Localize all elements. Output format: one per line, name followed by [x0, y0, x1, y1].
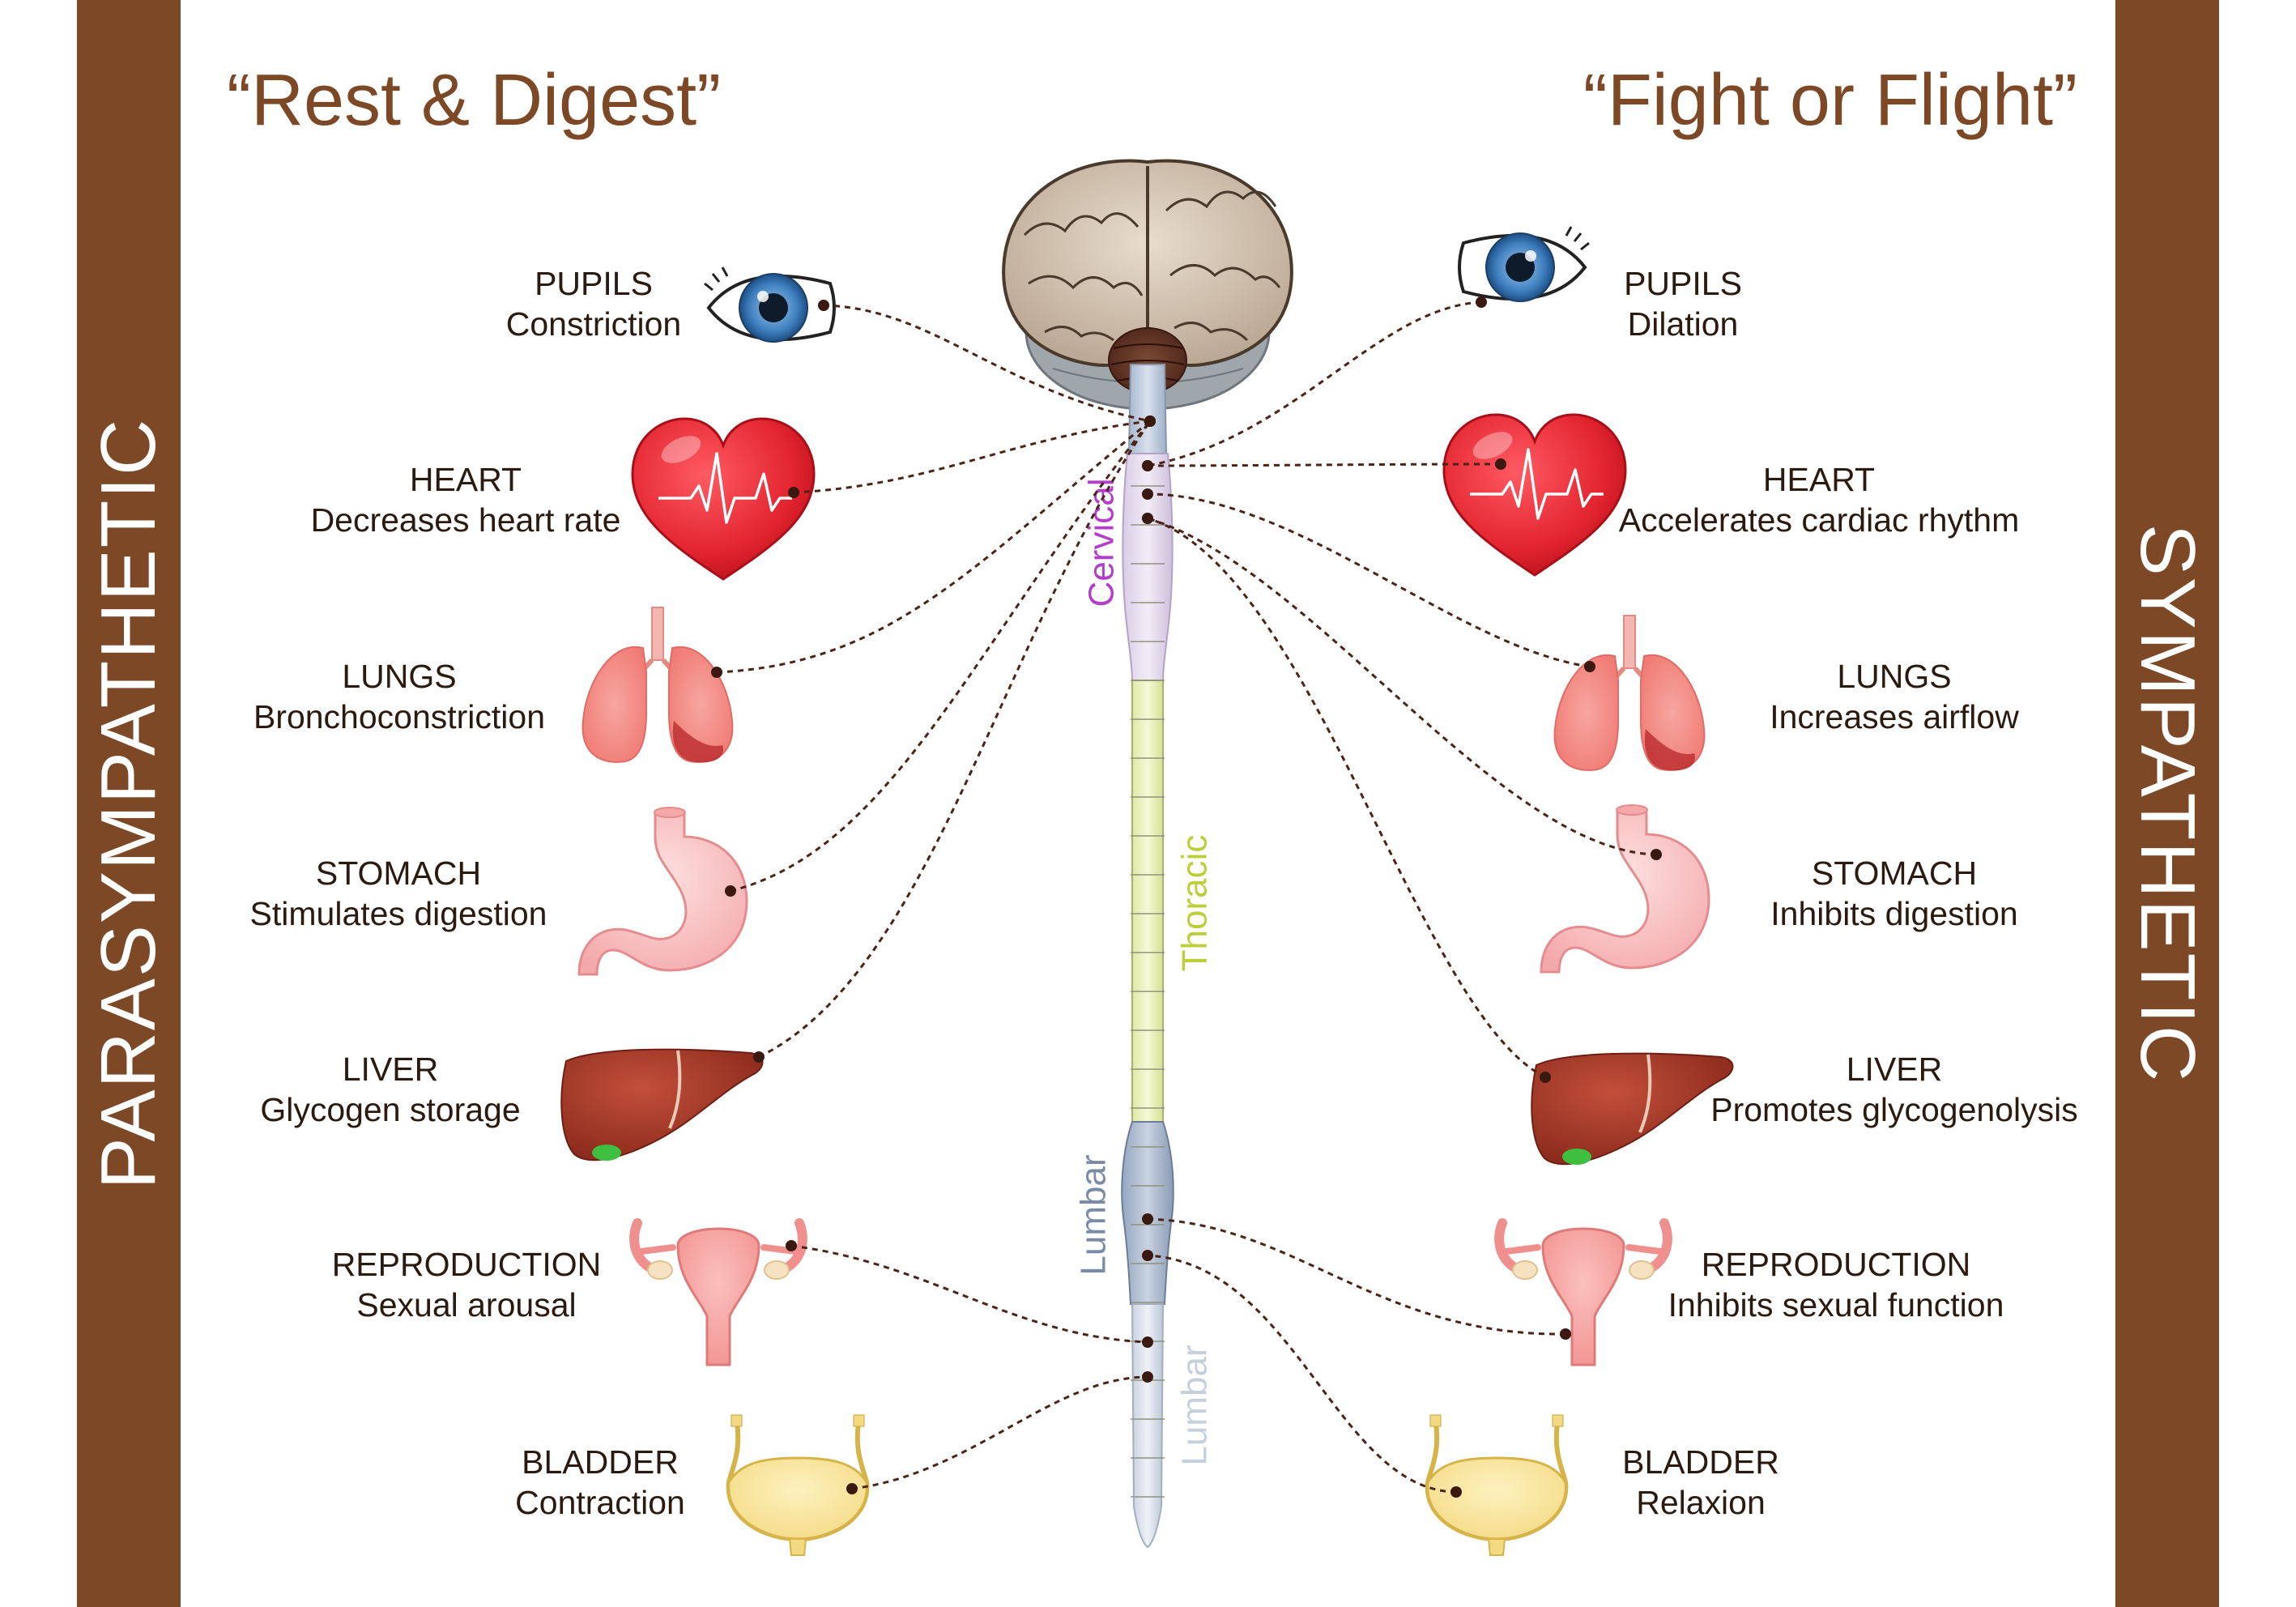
symp-reproduction-organ-dot [1560, 1328, 1571, 1340]
para-lungs-organ-dot [711, 667, 722, 678]
organ-effect: Promotes glycogenolysis [1710, 1091, 2078, 1128]
para-liver-label: LIVER Glycogen storage [139, 1049, 641, 1130]
para-reproduction-spine-dot [1142, 1336, 1153, 1348]
sympathetic-bar: SYMPATHETIC [2115, 0, 2219, 1607]
para-stomach-label: STOMACH Stimulates digestion [147, 853, 650, 934]
para-liver-spine-dot [1144, 416, 1156, 427]
symp-heart-nerve [1147, 462, 1502, 467]
para-bladder-nerve [851, 1375, 1148, 1490]
symp-lungs-spine-dot [1142, 488, 1153, 500]
para-bladder-label: BLADDER Contraction [349, 1442, 851, 1523]
organ-name: REPRODUCTION [1701, 1246, 1971, 1283]
organ-effect: Accelerates cardiac rhythm [1618, 501, 2020, 539]
symp-reproduction-label: REPRODUCTION Inhibits sexual function [1585, 1244, 2087, 1325]
nerve-endpoints [711, 296, 1662, 1498]
para-pupils-nerve [823, 304, 1151, 423]
organ-name: BLADDER [1622, 1443, 1779, 1481]
para-reproduction-label: REPRODUCTION Sexual arousal [215, 1244, 718, 1325]
symp-liver-organ-dot [1540, 1072, 1551, 1083]
symp-bladder-label: BLADDER Relaxion [1450, 1442, 1952, 1523]
rest-digest-heading: “Rest & Digest” [227, 60, 722, 141]
symp-bladder-organ-dot [1450, 1486, 1462, 1498]
lumbar-lower-label: Lumbar [1175, 1345, 1215, 1465]
symp-bladder-spine-dot [1142, 1250, 1153, 1261]
symp-bladder-nerve [1147, 1254, 1457, 1494]
organ-effect: Constriction [505, 305, 682, 343]
para-liver-nerve [758, 420, 1152, 1059]
symp-lungs-organ-dot [1584, 661, 1595, 672]
organ-name: STOMACH [315, 855, 482, 892]
organ-effect: Sexual arousal [356, 1286, 577, 1324]
symp-pupils-label: PUPILS Dilation [1432, 263, 1934, 344]
symp-liver-spine-dot [1142, 513, 1153, 524]
fight-flight-heading: “Fight or Flight” [1582, 60, 2077, 141]
organ-name: LIVER [1846, 1051, 1943, 1088]
organ-name: HEART [1762, 461, 1876, 498]
organ-name: PUPILS [1624, 265, 1742, 302]
symp-heart-organ-dot [1495, 458, 1506, 470]
symp-heart-spine-dot [1142, 460, 1153, 471]
organ-name: REPRODUCTION [331, 1246, 602, 1283]
para-liver-organ-dot [753, 1051, 765, 1063]
organ-name: STOMACH [1811, 855, 1978, 892]
symp-reproduction-nerve [1147, 1217, 1566, 1336]
symp-pupils-nerve [1147, 301, 1482, 467]
organ-effect: Increases airflow [1770, 698, 2019, 735]
spinal-cord-icon [1121, 364, 1174, 1549]
para-heart-nerve [793, 420, 1151, 494]
organ-name: BLADDER [522, 1443, 679, 1481]
symp-stomach-nerve [1147, 517, 1657, 856]
symp-lungs-nerve [1147, 492, 1591, 668]
symp-stomach-label: STOMACH Inhibits digestion [1643, 853, 2145, 934]
organ-effect: Relaxion [1636, 1484, 1766, 1521]
thoracic-label: Thoracic [1175, 835, 1215, 972]
symp-liver-label: LIVER Promotes glycogenolysis [1643, 1049, 2145, 1130]
organ-effect: Contraction [515, 1484, 685, 1521]
organ-name: PUPILS [535, 265, 653, 302]
parasympathetic-bar: PARASYMPATHETIC [77, 0, 181, 1607]
organ-effect: Inhibits sexual function [1668, 1286, 2004, 1324]
nerve-connections [716, 301, 1657, 1494]
symp-stomach-organ-dot [1651, 849, 1662, 860]
cervical-label: Cervical [1082, 479, 1122, 607]
brain-icon [1002, 159, 1293, 411]
organ-name: LUNGS [342, 658, 457, 695]
para-pupils-label: PUPILS Constriction [343, 263, 845, 344]
lumbar-upper-label: Lumbar [1074, 1154, 1114, 1275]
para-stomach-nerve [730, 420, 1152, 893]
para-reproduction-organ-dot [786, 1240, 797, 1251]
para-pupils-organ-dot [818, 300, 829, 311]
symp-lungs-label: LUNGS Increases airflow [1643, 656, 2145, 737]
para-bladder-organ-dot [846, 1483, 858, 1494]
para-stomach-organ-dot [725, 885, 736, 897]
symp-reproduction-spine-dot [1142, 1213, 1153, 1225]
organ-name: HEART [409, 461, 522, 498]
organ-effect: Glycogen storage [260, 1091, 521, 1128]
organ-effect: Bronchoconstriction [253, 698, 546, 735]
para-heart-organ-dot [788, 487, 799, 498]
organ-effect: Dilation [1627, 305, 1739, 343]
symp-liver-nerve [1147, 517, 1546, 1079]
para-reproduction-nerve [790, 1244, 1148, 1344]
symp-heart-label: HEART Accelerates cardiac rhythm [1568, 459, 2070, 540]
symp-pupils-organ-dot [1476, 296, 1487, 308]
para-lungs-label: LUNGS Bronchoconstriction [148, 656, 650, 737]
organ-effect: Stimulates digestion [249, 895, 547, 932]
organ-effect: Decreases heart rate [310, 501, 621, 539]
para-heart-label: HEART Decreases heart rate [215, 459, 717, 540]
organ-name: LUNGS [1837, 658, 1952, 695]
organ-name: LIVER [342, 1051, 439, 1088]
organ-effect: Inhibits digestion [1770, 895, 2018, 932]
para-bladder-spine-dot [1142, 1371, 1153, 1383]
